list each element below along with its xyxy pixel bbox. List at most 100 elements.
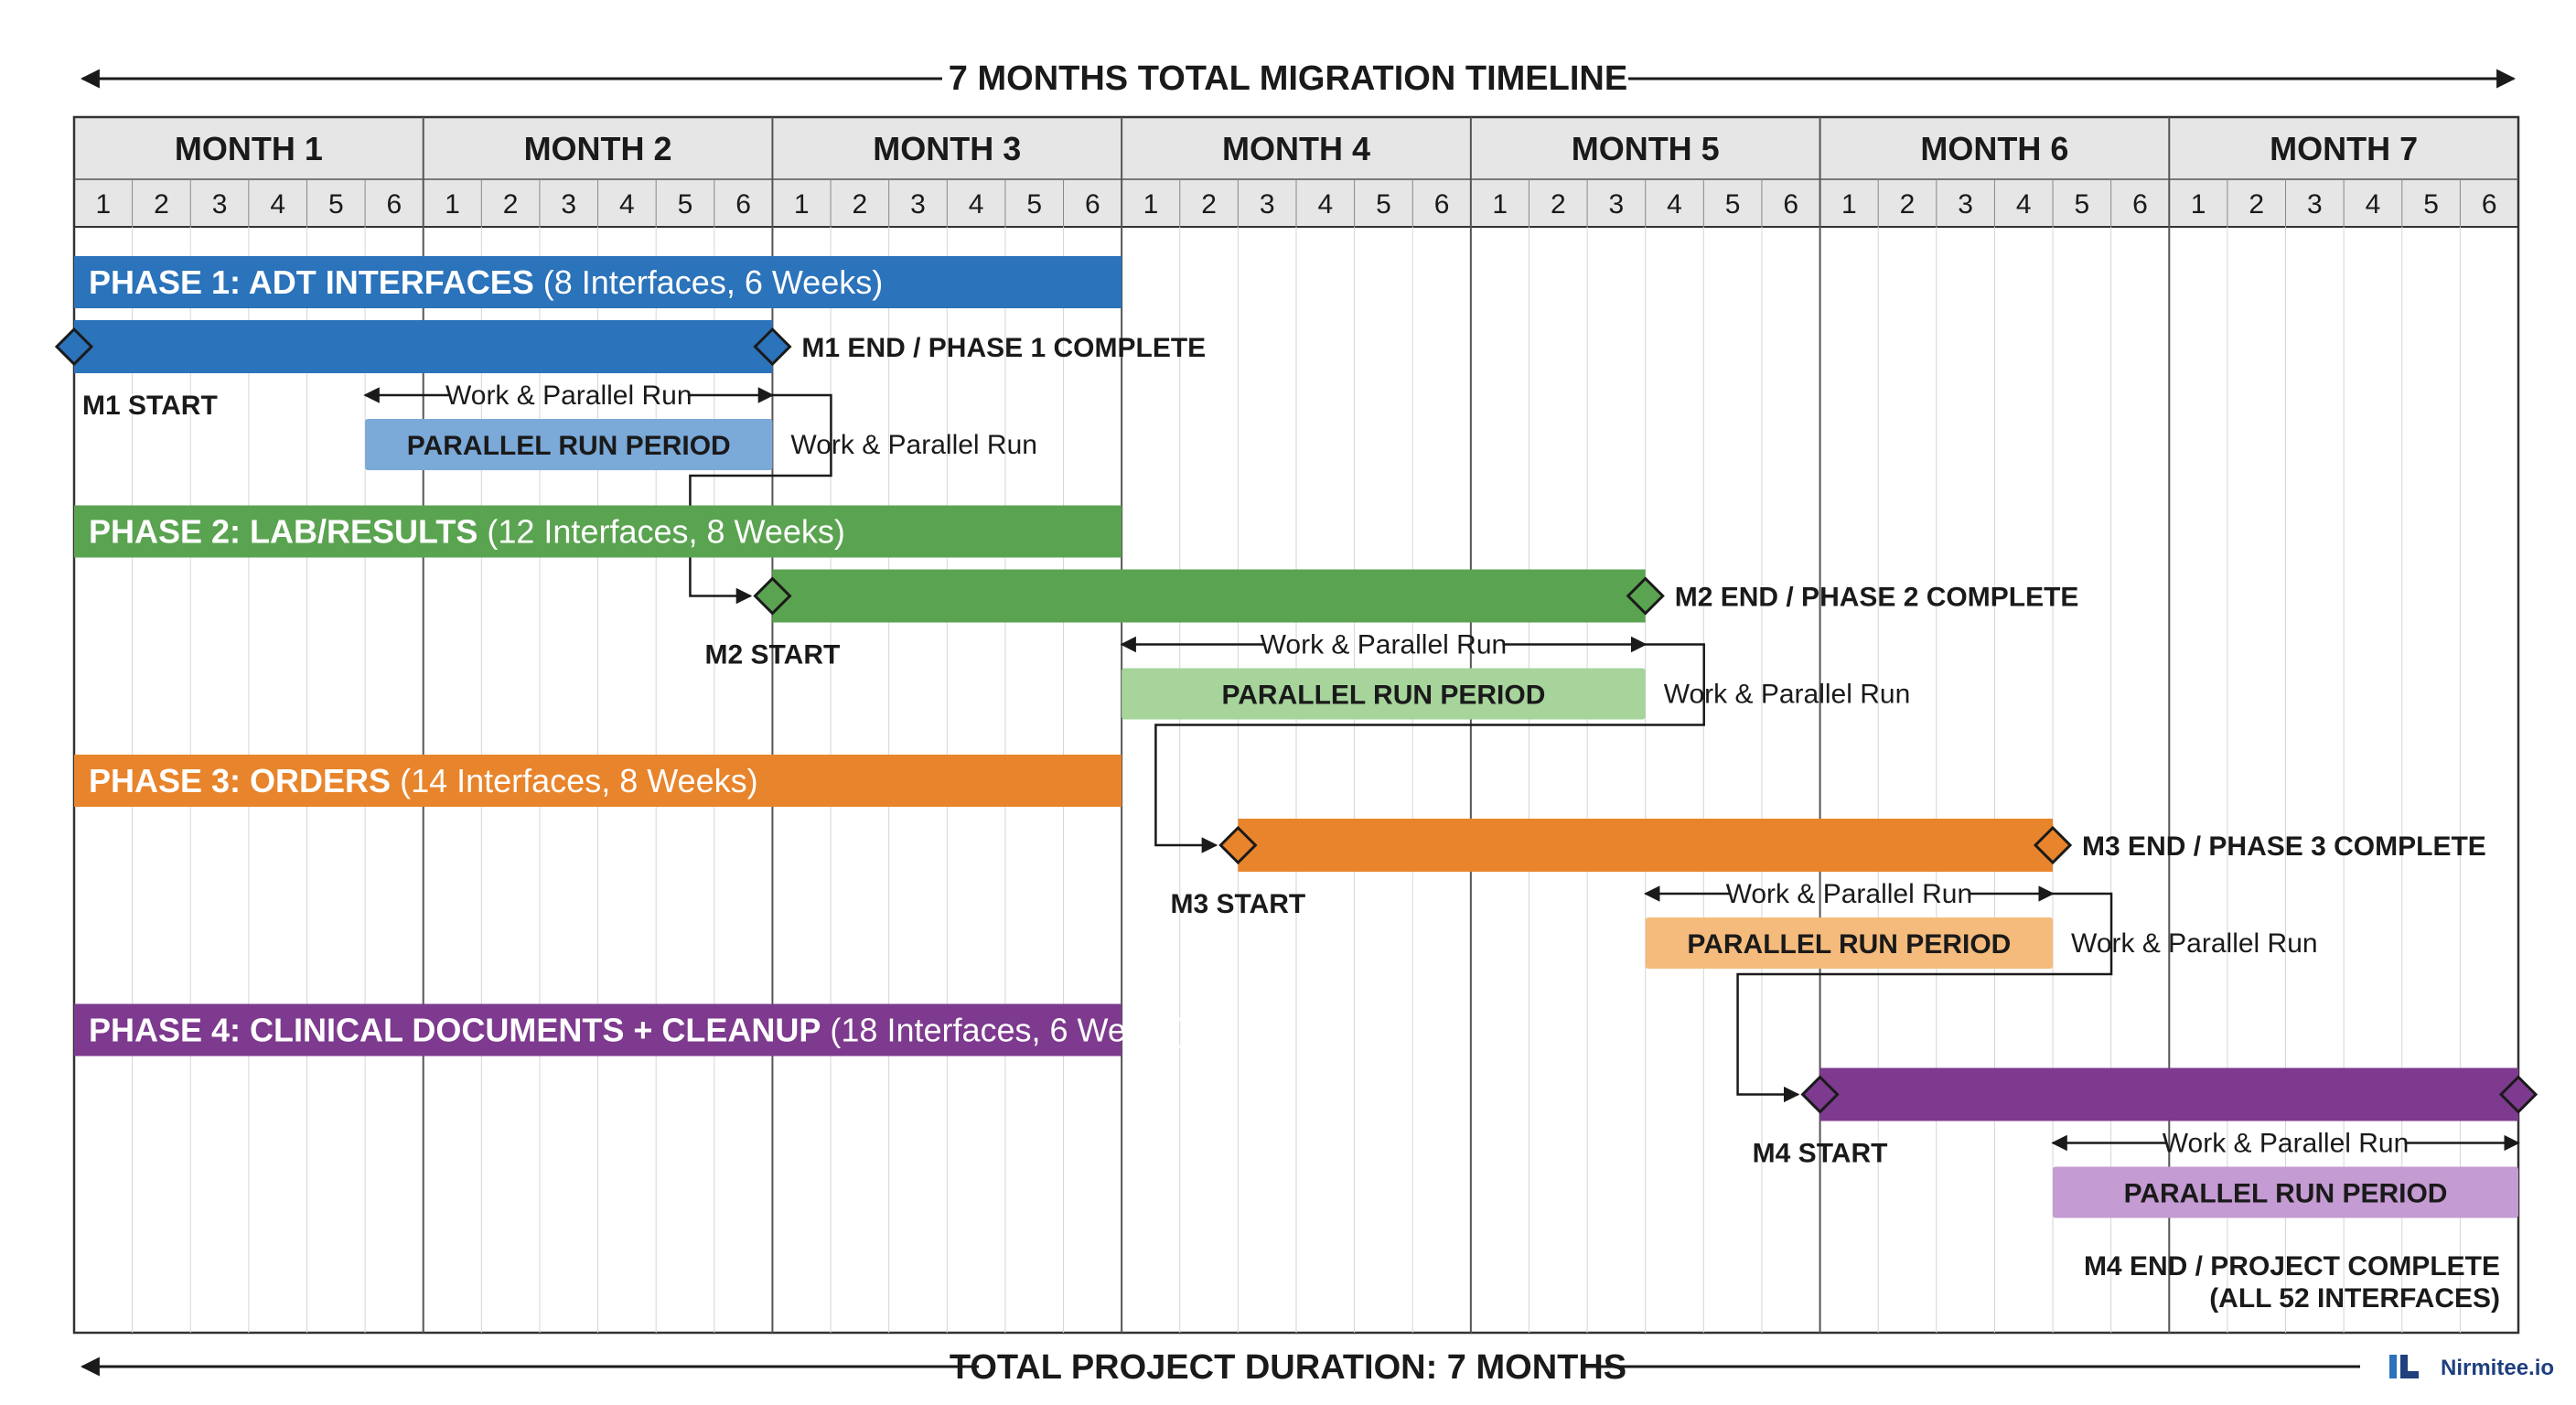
week-number: 3 xyxy=(1609,189,1625,220)
week-number: 1 xyxy=(794,189,810,220)
phase-title-bar xyxy=(74,755,1122,807)
phase-handoff-connector xyxy=(1154,643,1705,853)
week-number: 6 xyxy=(387,189,402,220)
start-milestone-diamond xyxy=(1800,1075,1840,1114)
phase-detail: (18 Interfaces, 6 Weeks) xyxy=(830,1012,1188,1049)
week-number: 5 xyxy=(1376,189,1391,220)
week-number: 5 xyxy=(328,189,344,220)
week-number: 4 xyxy=(2016,189,2032,220)
parallel-run-bar xyxy=(1645,917,2054,969)
end-milestone-sublabel: (ALL 52 INTERFACES) xyxy=(2209,1283,2500,1314)
week-number: 3 xyxy=(910,189,926,220)
brand-name: Nirmitee.io xyxy=(2441,1356,2554,1380)
nirmitee-logo-icon xyxy=(2389,1355,2419,1378)
week-number: 5 xyxy=(1026,189,1042,220)
phase-detail: (8 Interfaces, 6 Weeks) xyxy=(543,263,883,301)
week-number: 4 xyxy=(619,189,635,220)
week-number: 6 xyxy=(735,189,751,220)
week-number: 2 xyxy=(154,189,169,220)
start-milestone-label: M3 START xyxy=(1170,889,1305,919)
phase-title: PHASE 3: ORDERS(14 Interfaces, 8 Weeks) xyxy=(89,762,758,799)
month-header: MONTH 3 xyxy=(873,130,1021,167)
phase-title: PHASE 4: CLINICAL DOCUMENTS + CLEANUP(18… xyxy=(89,1012,1188,1049)
week-number: 2 xyxy=(1900,189,1916,220)
phase-work-bar xyxy=(74,320,773,373)
phase-title-bar xyxy=(74,505,1122,558)
week-number: 1 xyxy=(1841,189,1857,220)
start-milestone-label: M4 START xyxy=(1753,1139,1888,1169)
month-header: MONTH 5 xyxy=(1572,130,1720,167)
end-milestone-diamond xyxy=(1626,576,1665,616)
parallel-run-label: PARALLEL RUN PERIOD xyxy=(1687,929,2011,960)
parallel-run-bar xyxy=(1122,668,1646,720)
start-milestone-diamond xyxy=(753,576,792,616)
month-header: MONTH 6 xyxy=(1920,130,2068,167)
parallel-run-bar xyxy=(365,419,773,470)
work-parallel-run-side-label: Work & Parallel Run xyxy=(1664,680,1911,710)
month-header: MONTH 2 xyxy=(524,130,672,167)
phase-work-bar xyxy=(1819,1067,2518,1121)
week-number: 3 xyxy=(1958,189,1973,220)
week-number: 2 xyxy=(2249,189,2264,220)
end-milestone-label: M1 END / PHASE 1 COMPLETE xyxy=(801,333,1206,363)
end-milestone-label: M3 END / PHASE 3 COMPLETE xyxy=(2082,831,2486,862)
phase-2: PHASE 2: LAB/RESULTS(12 Interfaces, 8 We… xyxy=(74,505,2079,853)
phases-layer: PHASE 1: ADT INTERFACES(8 Interfaces, 6 … xyxy=(54,256,2538,1314)
week-number: 1 xyxy=(1492,189,1508,220)
week-number: 6 xyxy=(1085,189,1100,220)
week-number: 4 xyxy=(2366,189,2381,220)
phase-3: PHASE 3: ORDERS(14 Interfaces, 8 Weeks) M… xyxy=(74,755,2486,1103)
work-parallel-run-label: Work & Parallel Run xyxy=(1726,879,1973,909)
phase-name: PHASE 1: ADT INTERFACES xyxy=(89,263,534,301)
work-parallel-run-side-label: Work & Parallel Run xyxy=(2071,928,2318,959)
week-number: 5 xyxy=(1725,189,1741,220)
week-number: 5 xyxy=(678,189,693,220)
work-parallel-run-side-label: Work & Parallel Run xyxy=(790,430,1037,460)
phase-title-bar xyxy=(74,1003,1122,1056)
week-number: 3 xyxy=(561,189,576,220)
phase-1: PHASE 1: ADT INTERFACES(8 Interfaces, 6 … xyxy=(54,256,1206,605)
phase-detail: (14 Interfaces, 8 Weeks) xyxy=(400,762,758,799)
phase-handoff-connector xyxy=(689,393,832,605)
phase-name: PHASE 2: LAB/RESULTS xyxy=(89,513,478,551)
start-milestone-diamond xyxy=(54,327,94,367)
phase-name: PHASE 4: CLINICAL DOCUMENTS + CLEANUP xyxy=(89,1012,821,1049)
header-title: 7 MONTHS TOTAL MIGRATION TIMELINE xyxy=(949,59,1627,98)
work-parallel-run-label: Work & Parallel Run xyxy=(2163,1129,2410,1159)
brand-logo: Nirmitee.io xyxy=(2389,1355,2554,1380)
start-milestone-label: M2 START xyxy=(705,640,841,670)
phase-title: PHASE 2: LAB/RESULTS(12 Interfaces, 8 We… xyxy=(89,513,845,551)
week-number: 2 xyxy=(503,189,519,220)
week-number: 2 xyxy=(1201,189,1217,220)
week-number: 4 xyxy=(270,189,285,220)
week-number: 1 xyxy=(95,189,111,220)
parallel-run-bar xyxy=(2053,1166,2518,1218)
header-timeline: 7 MONTHS TOTAL MIGRATION TIMELINE xyxy=(80,59,2517,98)
phase-title: PHASE 1: ADT INTERFACES(8 Interfaces, 6 … xyxy=(89,263,883,301)
work-parallel-run-label: Work & Parallel Run xyxy=(445,381,692,411)
month-header: MONTH 7 xyxy=(2270,130,2418,167)
parallel-run-label: PARALLEL RUN PERIOD xyxy=(407,431,731,461)
phase-work-bar xyxy=(772,569,1646,623)
week-number: 2 xyxy=(853,189,868,220)
week-number: 6 xyxy=(2132,189,2148,220)
week-number: 3 xyxy=(1260,189,1275,220)
end-milestone-label: M2 END / PHASE 2 COMPLETE xyxy=(1675,583,2079,613)
start-milestone-label: M1 START xyxy=(82,391,218,421)
footer-timeline: TOTAL PROJECT DURATION: 7 MONTHS xyxy=(80,1348,2360,1387)
week-number: 3 xyxy=(2307,189,2323,220)
week-number: 3 xyxy=(212,189,228,220)
phase-detail: (12 Interfaces, 8 Weeks) xyxy=(487,513,845,551)
parallel-run-label: PARALLEL RUN PERIOD xyxy=(2124,1179,2448,1209)
end-milestone-diamond xyxy=(753,327,792,367)
phase-handoff-connector xyxy=(1736,892,2113,1103)
week-number: 1 xyxy=(445,189,460,220)
week-number: 4 xyxy=(1317,189,1333,220)
week-number: 1 xyxy=(1143,189,1159,220)
end-milestone-diamond xyxy=(2498,1075,2538,1114)
parallel-run-label: PARALLEL RUN PERIOD xyxy=(1221,681,1545,711)
end-milestone-label: M4 END / PROJECT COMPLETE xyxy=(2084,1251,2500,1282)
month-header: MONTH 1 xyxy=(175,130,323,167)
week-number: 5 xyxy=(2423,189,2439,220)
